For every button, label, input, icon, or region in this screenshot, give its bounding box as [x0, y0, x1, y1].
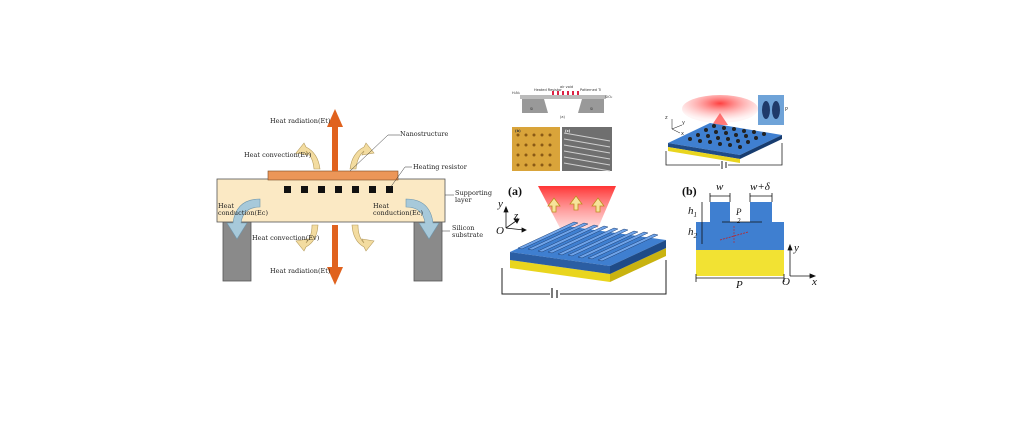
sem-label-right: SiO₂: [605, 95, 613, 99]
label-heating-resistor: Heating resistor: [413, 163, 467, 171]
sem-label-topleft: H₂N₂: [512, 91, 521, 95]
sem-label-si-left: Si: [530, 107, 534, 111]
convection-arrow-top-left: [295, 142, 321, 170]
sem-image-b: [512, 127, 560, 171]
sem-inset-svg: [512, 91, 612, 172]
sem-label-c: (c): [565, 129, 571, 133]
convection-arrow-top-right: [349, 142, 375, 170]
sem-resistor-dots: [552, 91, 579, 95]
pillar-gold: [668, 147, 740, 163]
pillar-inset: [758, 95, 784, 125]
label-radiation-top: Heat radiation(Et): [270, 117, 331, 125]
axis-y-b: y: [794, 242, 799, 254]
axes-pillar: [671, 119, 683, 134]
label-supporting-layer: Supporting layer: [455, 189, 493, 205]
axes-b: [787, 243, 817, 279]
thermal-emitter-svg: [216, 109, 454, 285]
blue-layer-right: [610, 240, 666, 274]
pillar-array-svg: [665, 95, 784, 169]
axis-origin-a: O: [496, 225, 504, 237]
gold-layer-right: [610, 248, 666, 282]
gold-layer-side: [510, 260, 610, 282]
pillar-dots: [688, 124, 766, 149]
conduction-arrow-right: [405, 198, 440, 240]
pillar-axis-y: y: [682, 120, 685, 126]
pillar-inset-label: P: [785, 107, 789, 113]
label-conduction-left: Heat conduction(Ec): [218, 202, 268, 218]
convection-arrow-bottom-right: [351, 224, 375, 252]
axes-a: [503, 205, 527, 233]
label-convection-top: Heat convection(Ev): [244, 151, 312, 159]
grating-3d-svg: [501, 186, 667, 298]
dim-w: w: [716, 181, 724, 193]
nanostructure-strip: [267, 170, 399, 181]
conduction-arrow-left: [226, 198, 261, 240]
axis-y-a: y: [498, 198, 503, 210]
thermal-emitter-diagram: Heat radiation(Et) Nanostructure Heat co…: [200, 95, 492, 295]
sem-label-a: (a): [560, 115, 565, 119]
sem-label-si-right: Si: [590, 107, 594, 111]
emission-arrows: [547, 195, 605, 213]
dim-w-delta: w+δ: [750, 181, 770, 193]
label-nanostructure: Nanostructure: [400, 130, 449, 138]
panel-label-a: (a): [508, 184, 522, 198]
sem-inset-panel: H₂N₂ air void Heated Resistor Patterned …: [512, 85, 612, 175]
dim-h1: h1: [688, 205, 697, 220]
label-radiation-bottom: Heat radiation(Et): [270, 267, 331, 275]
pillar-array-panel: z y x P: [660, 85, 790, 170]
sem-label-top-note: air void: [560, 85, 574, 89]
dim-h2: h2: [688, 226, 697, 241]
dim-p-bottom: P: [736, 279, 743, 291]
sem-label-heated: Heated Resistor: [534, 88, 562, 92]
label-conduction-right: Heat conduction(Ec): [373, 202, 423, 218]
leader-lines: [349, 134, 454, 232]
emission-cone: [682, 95, 758, 123]
sem-label-b: (b): [515, 129, 521, 133]
pillar-axis-x: x: [681, 131, 684, 137]
gold-substrate: [696, 250, 784, 276]
pillar-axis-z: z: [665, 115, 668, 121]
ridge-left: [710, 202, 730, 222]
grating-3d-panel: (a) y z O: [490, 178, 670, 298]
radiation-arrow-down: [327, 225, 343, 285]
sem-label-patterned: Patterned Ti: [580, 88, 602, 92]
pillar-right: [740, 135, 782, 159]
circuit-wire: [501, 268, 550, 295]
pillar-front: [668, 143, 740, 159]
dimension-lines: [695, 193, 785, 282]
axis-z-a: z: [514, 210, 519, 222]
blue-slab: [696, 222, 784, 250]
panel-label-b: (b): [682, 184, 697, 198]
label-convection-bottom: Heat convection(Ev): [252, 234, 320, 242]
axis-origin-b: O: [782, 276, 790, 288]
label-silicon-substrate: Silicon substrate: [452, 224, 484, 240]
radiation-arrow-up: [327, 109, 343, 171]
axis-x-b: x: [812, 276, 817, 288]
cross-section-svg: [695, 193, 817, 282]
grating-bars: [517, 221, 659, 262]
heating-resistor-blocks: [284, 186, 393, 193]
convection-arrow-bottom-left: [295, 224, 319, 252]
ridge-right: [750, 202, 772, 222]
blue-layer-front: [510, 252, 610, 274]
